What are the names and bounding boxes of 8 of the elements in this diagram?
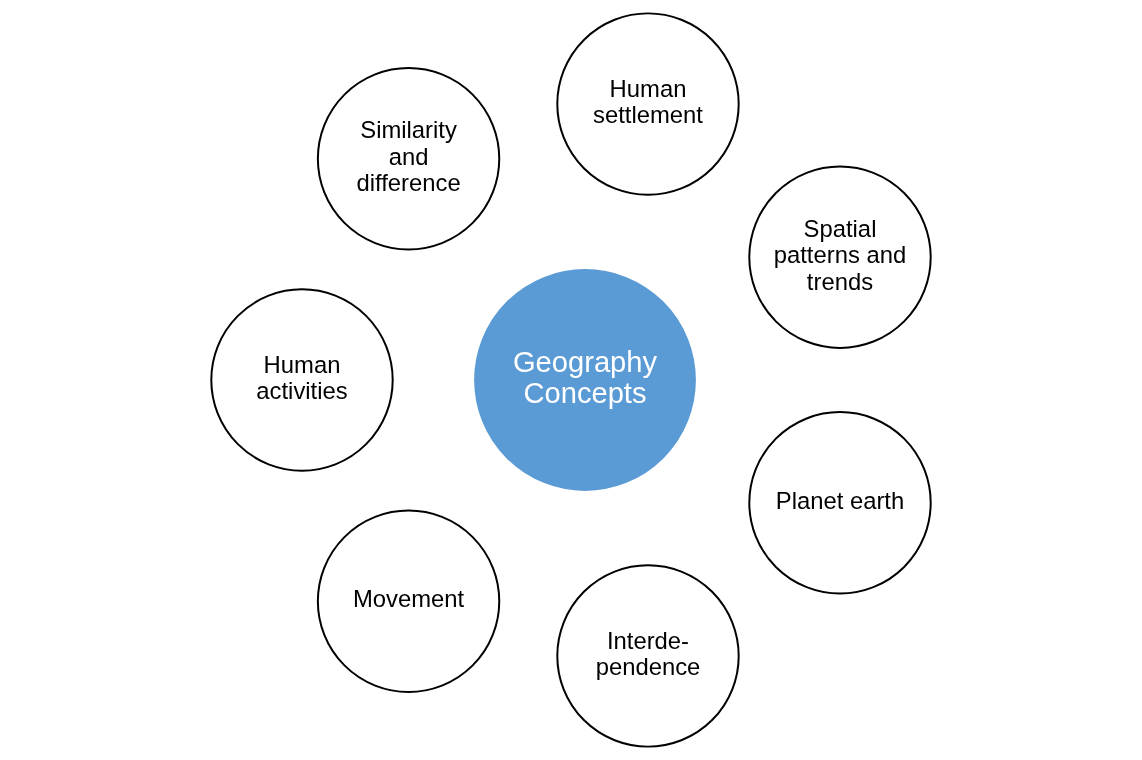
node-circle: Geography Concepts bbox=[474, 269, 696, 491]
node-circle: Similarity and difference bbox=[316, 67, 501, 251]
node-circle: Movement bbox=[316, 509, 501, 693]
node-circle: Interde- pendence bbox=[556, 564, 740, 748]
node-circle: Human activities bbox=[210, 288, 394, 472]
node-circle: Spatial patterns and trends bbox=[748, 165, 932, 349]
node-circle: Human settlement bbox=[556, 12, 740, 196]
node-circle: Planet earth bbox=[748, 411, 932, 595]
